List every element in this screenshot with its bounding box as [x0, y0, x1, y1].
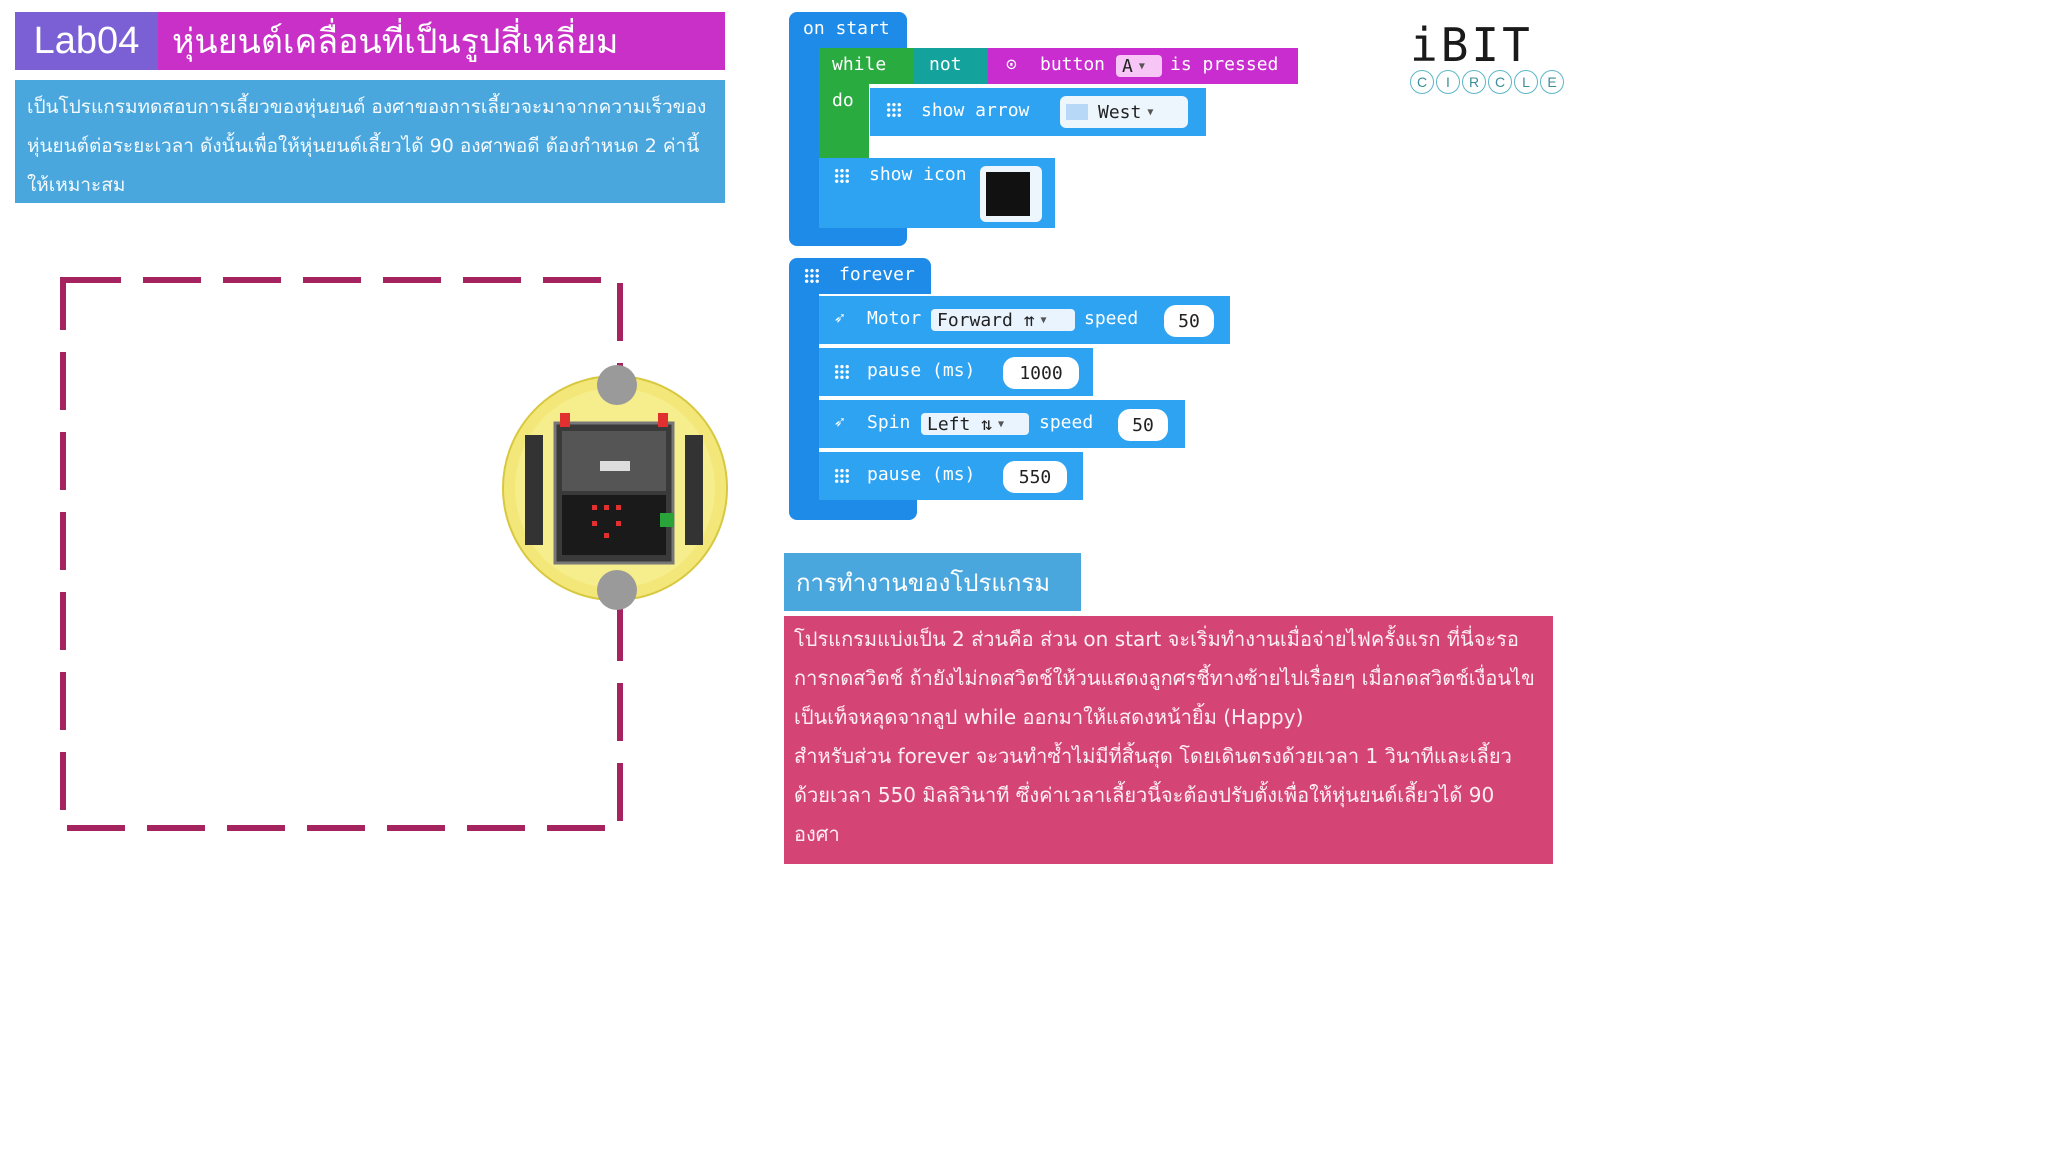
- chevron-down-icon: ▼: [1147, 106, 1154, 118]
- lab-number: Lab04: [15, 12, 158, 70]
- is-pressed-label: is pressed: [1170, 54, 1279, 75]
- spin-direction-dropdown[interactable]: Left ⇅ ▼: [921, 413, 1029, 435]
- rocket-icon: ➶: [834, 308, 845, 329]
- explanation-paragraph-1: โปรแกรมแบ่งเป็น 2 ส่วนคือ ส่วน on start …: [794, 627, 1535, 729]
- spin-label: Spin: [867, 412, 911, 433]
- logo-letter: L: [1514, 70, 1538, 94]
- explanation-heading: การทำงานของโปรแกรม: [784, 553, 1081, 611]
- show-icon-label: show icon: [869, 164, 967, 185]
- motor-label: Motor: [867, 308, 922, 329]
- title-bar: Lab04 หุ่นยนต์เคลื่อนที่เป็นรูปสี่เหลี่ย…: [15, 12, 725, 70]
- spin-direction-value: Left ⇅: [927, 413, 993, 435]
- while-label: while: [832, 54, 887, 75]
- robot-image: [502, 365, 728, 610]
- logo-letter: R: [1462, 70, 1486, 94]
- logo-letter: C: [1410, 70, 1434, 94]
- on-start-block[interactable]: [789, 12, 907, 48]
- show-arrow-label: show arrow: [921, 100, 1030, 121]
- code-editor: on start while do not ⊙ button A▼ is pre…: [789, 12, 1298, 520]
- led-grid: [986, 172, 1030, 216]
- explanation-paragraph-2: สำหรับส่วน forever จะวนทำซ้ำไม่มีที่สิ้น…: [794, 744, 1512, 846]
- grid-icon: [834, 168, 850, 189]
- arrow-dropdown[interactable]: West ▼: [1060, 96, 1188, 128]
- chevron-down-icon: ▼: [1138, 60, 1145, 72]
- motor-direction-dropdown[interactable]: Forward ⇈ ▼: [931, 309, 1075, 331]
- forever-foot: [789, 500, 917, 520]
- motor-speed-input[interactable]: 50: [1164, 305, 1214, 337]
- grid-icon: [834, 468, 850, 489]
- pause-input-1[interactable]: 1000: [1003, 357, 1079, 389]
- pause-label-2: pause (ms): [867, 464, 976, 485]
- button-dropdown[interactable]: A▼: [1116, 55, 1162, 77]
- target-icon: ⊙: [1006, 54, 1017, 75]
- circle-logo: C I R C L E: [1410, 70, 1564, 94]
- pause-label-1: pause (ms): [867, 360, 976, 381]
- logo-letter: I: [1436, 70, 1460, 94]
- explanation-box: โปรแกรมแบ่งเป็น 2 ส่วนคือ ส่วน on start …: [784, 616, 1553, 864]
- forever-label: forever: [839, 264, 915, 285]
- button-value: A: [1122, 55, 1133, 77]
- while-body: [819, 84, 869, 158]
- description-box: เป็นโปรแกรมทดสอบการเลี้ยวของหุ่นยนต์ องศ…: [15, 80, 725, 203]
- square-path: [60, 277, 623, 831]
- image-icon: [1066, 104, 1088, 120]
- rocket-icon: ➶: [834, 412, 845, 433]
- on-start-foot: [789, 228, 907, 246]
- chevron-down-icon: ▼: [998, 418, 1005, 430]
- grid-icon: [804, 268, 820, 289]
- do-label: do: [832, 90, 854, 111]
- grid-icon: [886, 102, 902, 123]
- while-block[interactable]: [819, 48, 915, 84]
- not-label: not: [929, 54, 962, 75]
- logo-letter: E: [1540, 70, 1564, 94]
- grid-icon: [834, 364, 850, 385]
- not-block[interactable]: [914, 48, 990, 84]
- motor-direction-value: Forward ⇈: [937, 309, 1035, 331]
- lab-title: หุ่นยนต์เคลื่อนที่เป็นรูปสี่เหลี่ยม: [158, 12, 725, 70]
- speed-label: speed: [1084, 308, 1139, 329]
- ibit-logo: iBIT: [1410, 18, 1533, 72]
- on-start-label: on start: [803, 18, 890, 39]
- spin-speed-label: speed: [1039, 412, 1094, 433]
- spin-speed-input[interactable]: 50: [1118, 409, 1168, 441]
- logo-letter: C: [1488, 70, 1512, 94]
- on-start-body: [789, 46, 819, 236]
- chevron-down-icon: ▼: [1040, 314, 1047, 326]
- arrow-value: West: [1098, 101, 1142, 123]
- pause-input-2[interactable]: 550: [1003, 461, 1067, 493]
- forever-body: [789, 292, 819, 506]
- icon-picker[interactable]: [980, 166, 1042, 222]
- button-label: button: [1040, 54, 1106, 75]
